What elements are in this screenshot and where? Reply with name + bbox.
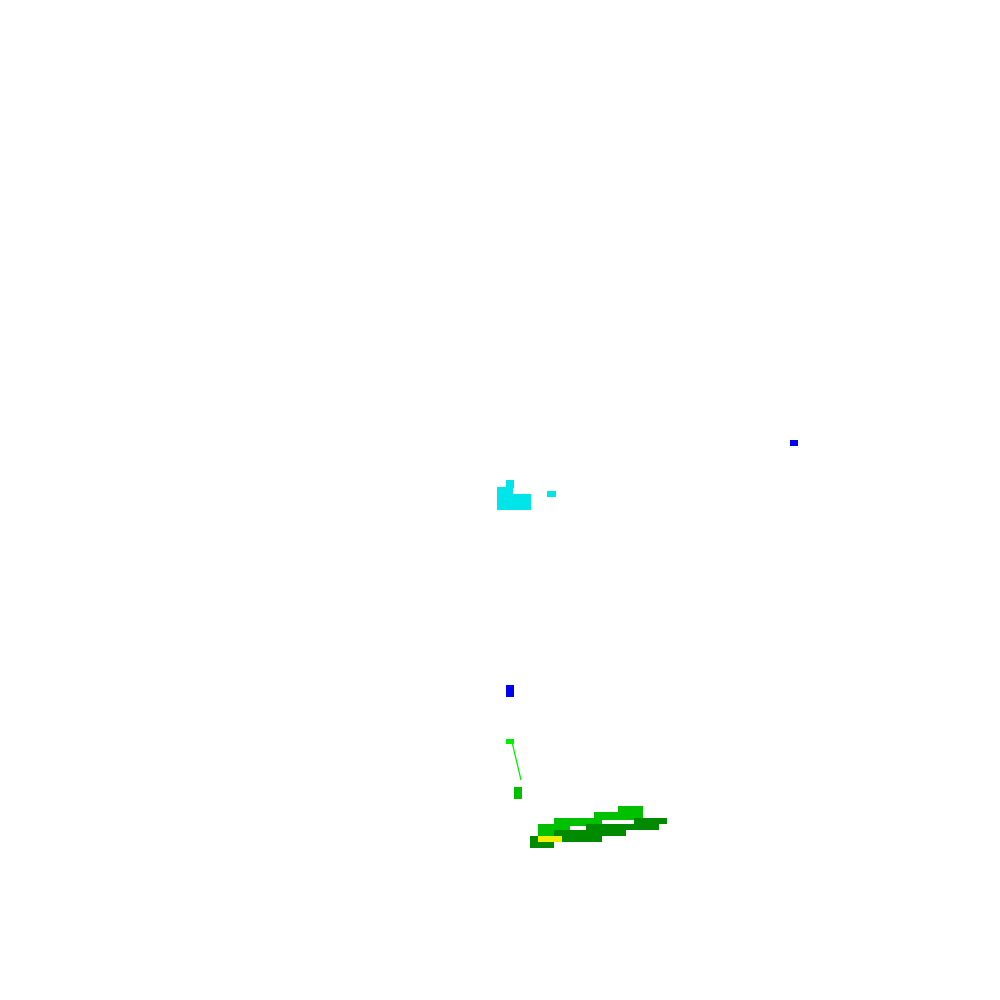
green-blob <box>514 787 522 799</box>
echo-cell <box>547 491 556 497</box>
echo-cell <box>506 480 514 488</box>
echo-cell <box>497 487 513 495</box>
echo-cell <box>554 830 626 836</box>
green-streak <box>506 739 522 781</box>
echo-cell <box>530 842 554 848</box>
echo-cell <box>514 787 522 799</box>
cyan-cluster <box>497 480 531 510</box>
echo-cell <box>594 812 643 820</box>
cyan-speck <box>547 491 556 497</box>
echo-cell <box>618 806 643 813</box>
echo-cell <box>790 440 798 446</box>
echo-cell <box>530 836 602 842</box>
isolated-blue-east <box>790 440 798 446</box>
echo-cell <box>538 836 562 842</box>
main-band-core <box>530 818 667 848</box>
echo-cell <box>634 818 667 824</box>
echo-cell <box>554 818 602 826</box>
main-band-peak <box>538 836 562 842</box>
echo-cell <box>506 739 514 744</box>
echo-cell <box>497 494 531 502</box>
echo-cell <box>506 685 514 697</box>
echo-cell <box>497 501 531 510</box>
echo-streak-line <box>511 741 522 781</box>
echo-cell <box>586 824 659 830</box>
isolated-blue-south <box>506 685 514 697</box>
